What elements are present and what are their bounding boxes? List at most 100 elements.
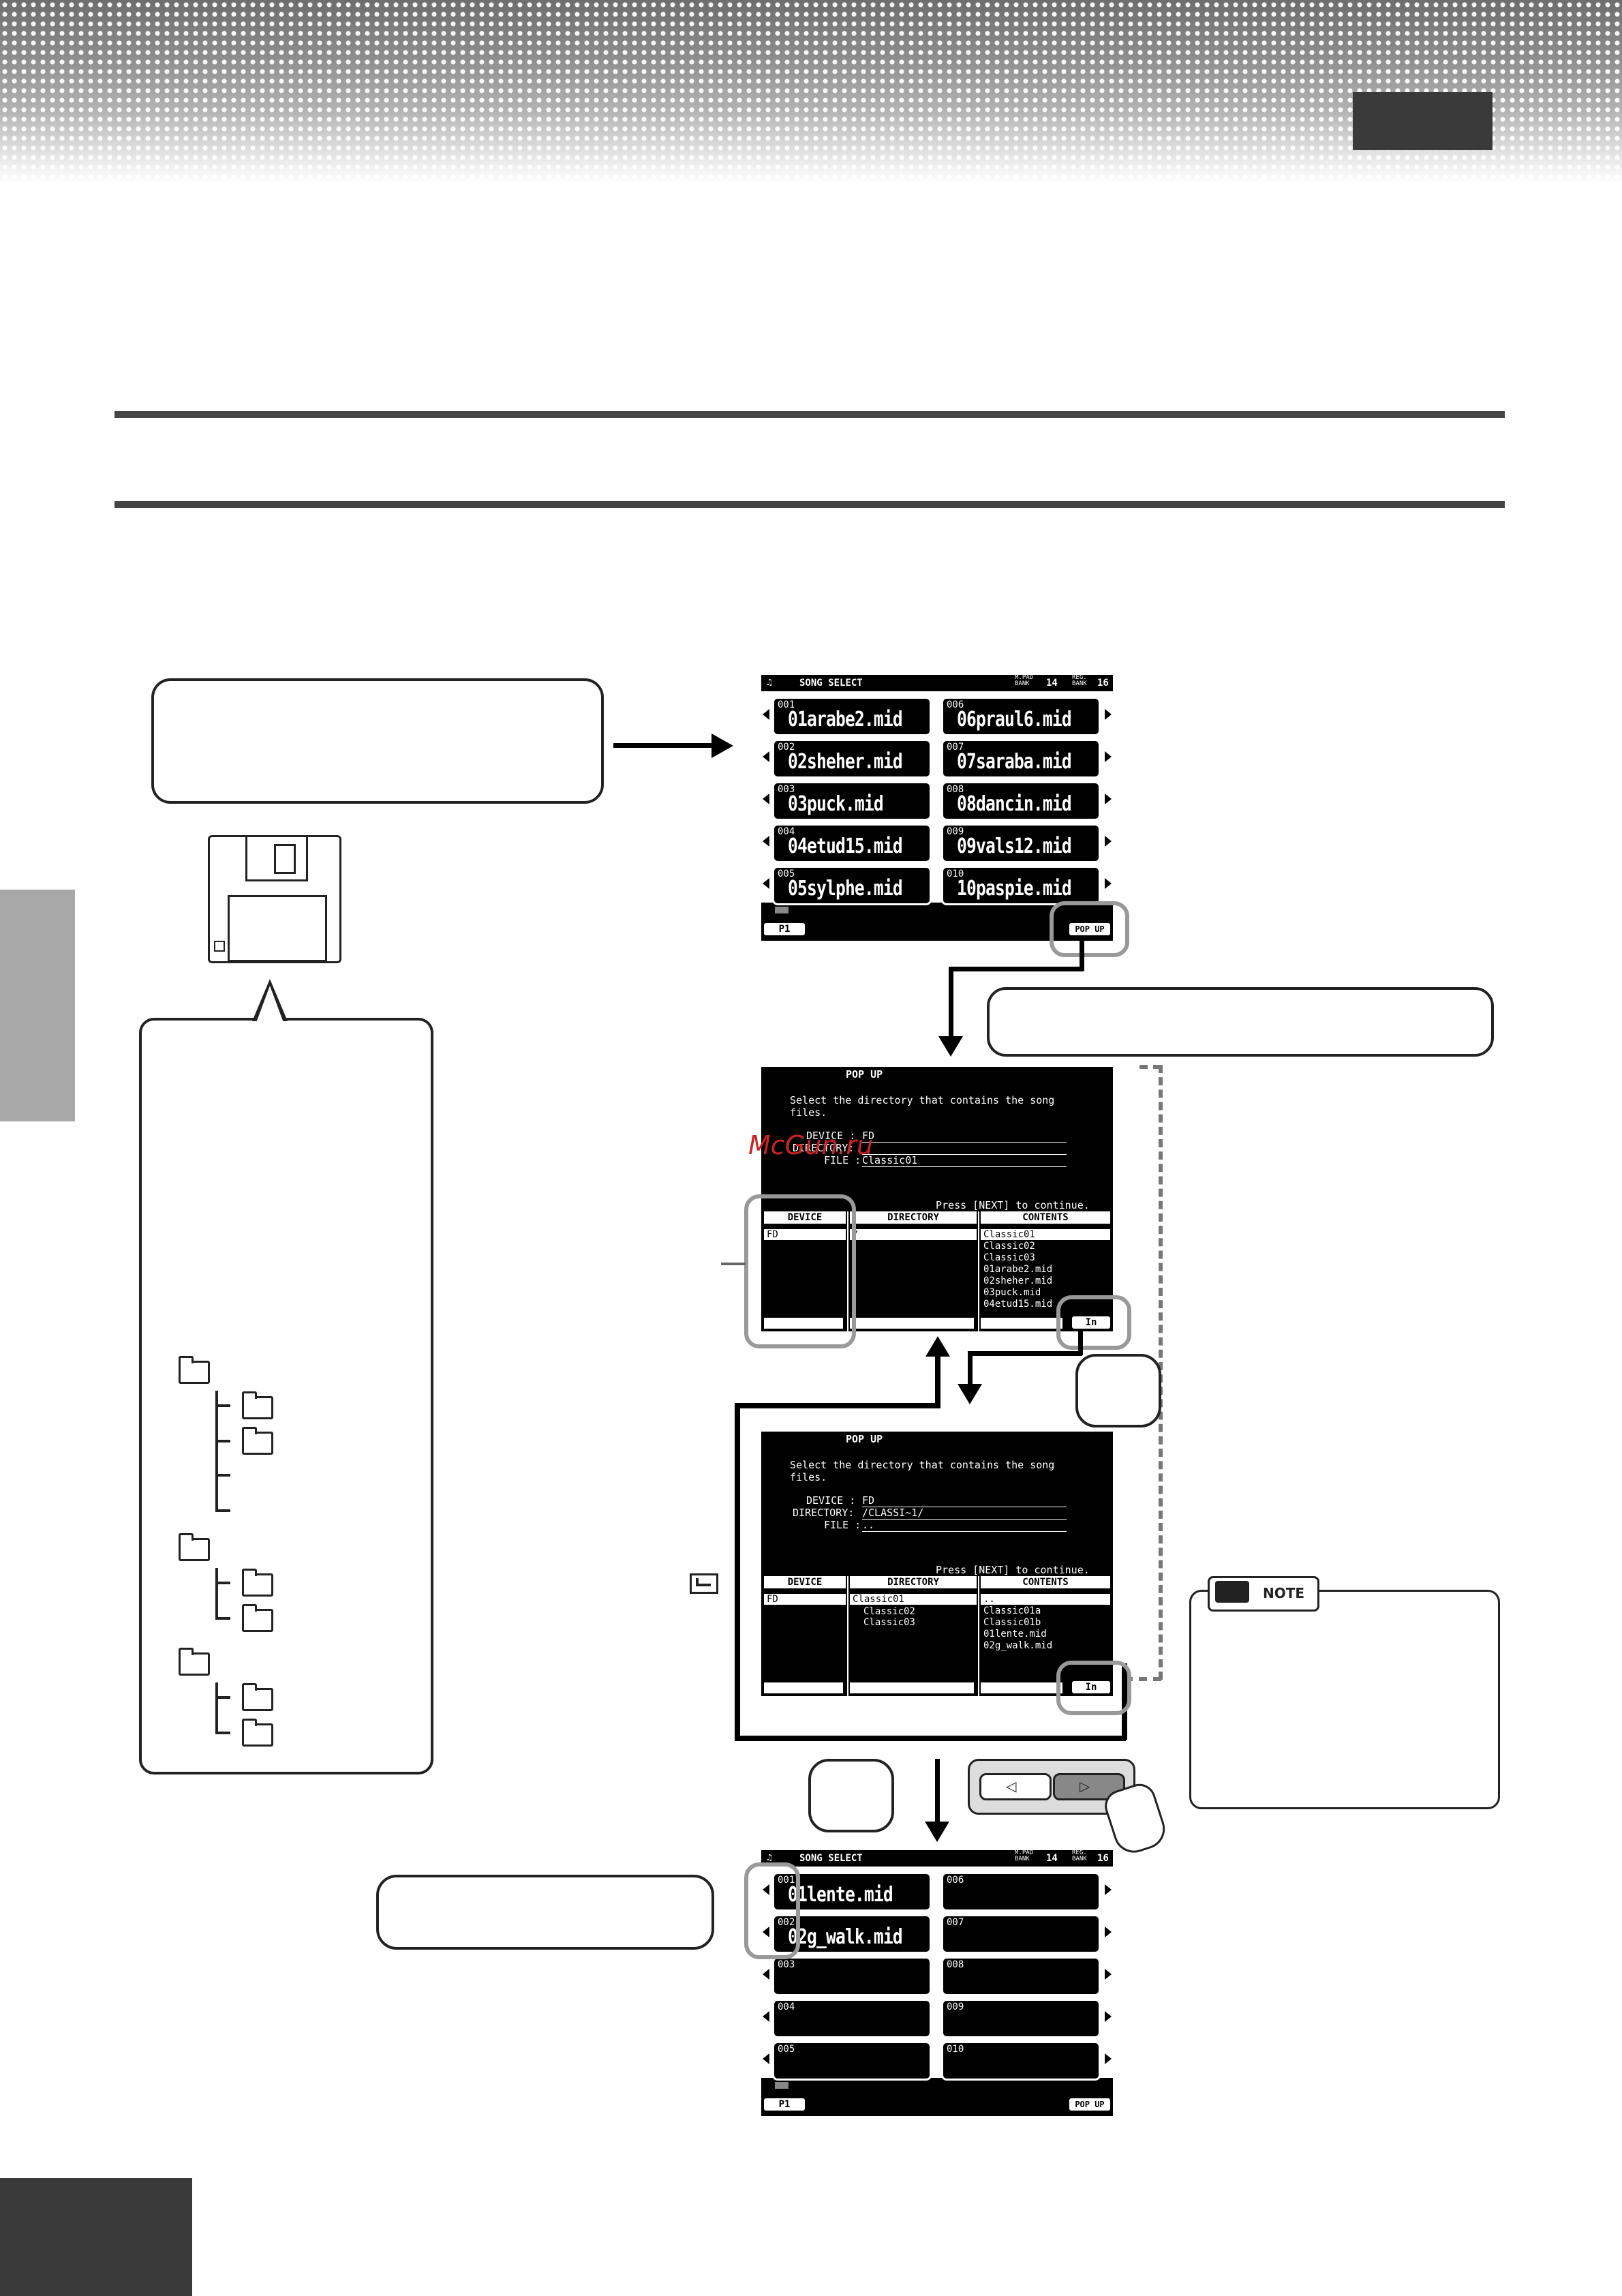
folder-icon xyxy=(242,1427,273,1455)
song-slot[interactable]: 006 xyxy=(941,1872,1101,1912)
left-arrow-icon[interactable] xyxy=(763,1927,769,1937)
contents-item[interactable]: 04etud15.mid xyxy=(983,1299,1053,1310)
right-arrow-icon[interactable] xyxy=(1105,709,1112,720)
left-arrow-icon[interactable] xyxy=(763,794,769,804)
tree-line xyxy=(215,1391,218,1512)
song-slot[interactable]: 005 xyxy=(772,2041,932,2081)
left-arrow-icon[interactable] xyxy=(763,2011,769,2022)
instruction-text: files. xyxy=(790,1106,827,1119)
left-arrow-icon[interactable] xyxy=(763,1969,769,1980)
bank-value: 14 xyxy=(1046,1853,1058,1864)
scroll-arrows[interactable] xyxy=(850,1682,974,1693)
scroll-arrows[interactable] xyxy=(981,1318,1062,1329)
right-arrow-icon[interactable] xyxy=(1105,2011,1112,2022)
slot-number: 001 xyxy=(778,1875,795,1886)
contents-item[interactable]: .. xyxy=(981,1594,1110,1605)
popup-button[interactable]: POP UP xyxy=(1069,2098,1110,2111)
left-arrow-icon[interactable] xyxy=(763,2053,769,2064)
slot-number: 004 xyxy=(778,826,795,837)
song-slot[interactable]: 003 xyxy=(772,1957,932,1996)
slot-number: 003 xyxy=(778,784,795,795)
song-icon: ♫ xyxy=(767,678,772,688)
tree-line xyxy=(215,1682,218,1734)
right-arrow-icon[interactable] xyxy=(1105,878,1112,889)
device-label: DEVICE : xyxy=(806,1494,856,1507)
folder-icon xyxy=(242,1391,273,1419)
loop-line xyxy=(735,1736,1126,1741)
right-arrow-icon[interactable] xyxy=(1105,1969,1112,1980)
directory-row[interactable]: Classic02 xyxy=(863,1606,915,1617)
screen-title: SONG SELECT xyxy=(799,1853,863,1864)
contents-item[interactable]: 02sheher.mid xyxy=(983,1275,1053,1286)
scroll-arrows[interactable] xyxy=(764,1682,843,1693)
page-button[interactable]: P1 xyxy=(764,923,805,935)
in-button[interactable]: In xyxy=(1072,1681,1110,1693)
song-slot[interactable]: 008 xyxy=(941,1957,1101,1996)
right-arrow-icon[interactable] xyxy=(1105,794,1112,804)
contents-item[interactable]: Classic02 xyxy=(983,1241,1035,1252)
contents-item[interactable]: Classic01a xyxy=(983,1605,1041,1616)
song-slot[interactable]: 004 xyxy=(772,1999,932,2038)
left-arrow-icon[interactable] xyxy=(763,836,769,847)
folder-icon xyxy=(179,1533,210,1561)
in-button[interactable]: In xyxy=(1072,1316,1110,1329)
prev-button[interactable]: ◁ xyxy=(979,1773,1052,1800)
scroll-arrows[interactable] xyxy=(764,1318,843,1329)
contents-item[interactable]: 03puck.mid xyxy=(983,1287,1041,1298)
right-arrow-icon[interactable] xyxy=(1105,751,1112,762)
device-column-header: DEVICE xyxy=(764,1576,846,1588)
right-arrow-icon[interactable] xyxy=(1105,1884,1112,1895)
device-column-header: DEVICE xyxy=(764,1211,846,1224)
directory-row[interactable]: / xyxy=(850,1229,977,1240)
dashed-connector xyxy=(1124,1677,1161,1681)
scroll-arrows[interactable] xyxy=(850,1318,974,1329)
right-arrow-icon[interactable] xyxy=(1105,1927,1112,1937)
slot-number: 008 xyxy=(947,784,964,795)
directory-row[interactable]: Classic01 xyxy=(850,1594,977,1605)
page-button[interactable]: P1 xyxy=(764,2098,805,2111)
folder-icon xyxy=(179,1356,210,1384)
contents-item[interactable]: Classic01b xyxy=(983,1617,1041,1628)
contents-item[interactable]: 02g_walk.mid xyxy=(983,1640,1053,1651)
connector-line xyxy=(949,968,953,1040)
song-slot[interactable]: 010 xyxy=(941,2041,1101,2081)
right-arrow-icon[interactable] xyxy=(1105,836,1112,847)
right-arrow-icon[interactable] xyxy=(1105,2053,1112,2064)
highlight-ring xyxy=(1056,1295,1131,1350)
note-box xyxy=(1189,1590,1500,1809)
song-slot[interactable]: 009 xyxy=(941,1999,1101,2038)
left-arrow-icon[interactable] xyxy=(763,709,769,720)
highlight-ring xyxy=(744,1862,800,1959)
contents-item[interactable]: Classic03 xyxy=(983,1252,1035,1263)
arrow-shaft xyxy=(613,743,716,748)
device-row[interactable]: FD xyxy=(764,1594,846,1605)
contents-item[interactable]: 01arabe2.mid xyxy=(983,1264,1053,1275)
song-slot[interactable]: 007 xyxy=(941,1914,1101,1954)
left-arrow-icon[interactable] xyxy=(763,1884,769,1895)
scroll-arrows[interactable] xyxy=(981,1682,1062,1693)
note-header: NOTE xyxy=(1208,1576,1319,1612)
slot-number: 008 xyxy=(947,1959,964,1970)
left-arrow-icon[interactable] xyxy=(763,878,769,889)
left-arrow-icon[interactable] xyxy=(763,751,769,762)
connector-line xyxy=(1080,941,1084,971)
side-tab xyxy=(0,890,75,1121)
popup-button[interactable]: POP UP xyxy=(1069,923,1110,935)
contents-item[interactable]: 01lente.mid xyxy=(983,1629,1047,1640)
connector-line xyxy=(1078,1329,1083,1355)
directory-row[interactable]: Classic03 xyxy=(863,1617,915,1628)
device-row[interactable]: FD xyxy=(764,1229,846,1240)
contents-item[interactable]: Classic01 xyxy=(981,1229,1110,1240)
